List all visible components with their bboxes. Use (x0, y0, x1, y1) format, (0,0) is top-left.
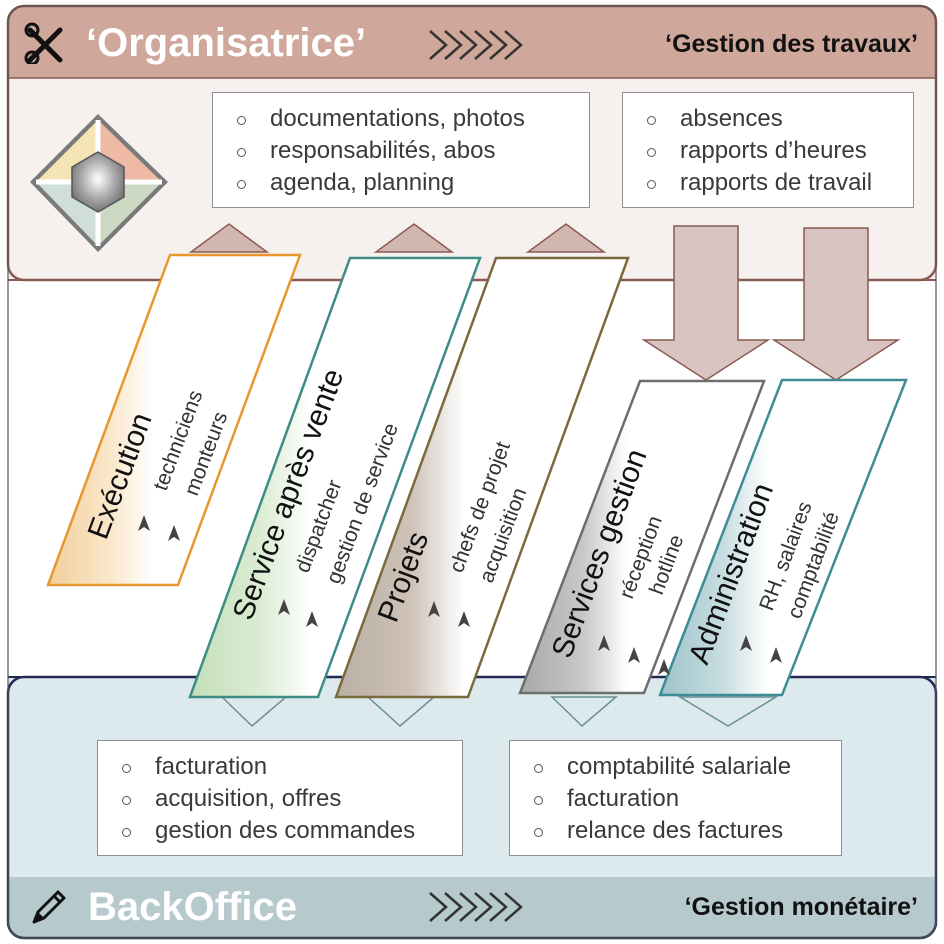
list-item: relance des factures (534, 815, 841, 847)
logo-diamond (30, 114, 168, 252)
footer-chevrons (429, 892, 523, 922)
cursor-marks (138, 515, 782, 675)
bottom-box-left: facturation acquisition, offres gestion … (97, 740, 463, 856)
up-arrows (188, 223, 607, 253)
footer-band (8, 877, 936, 938)
top-box-right: absences rapports d’heures rapports de t… (622, 92, 914, 208)
list-item: documentations, photos (237, 103, 589, 135)
list-item: rapports de travail (647, 167, 913, 199)
list-item: agenda, planning (237, 167, 589, 199)
list-item: absences (647, 103, 913, 135)
footer-title: BackOffice (88, 885, 297, 929)
list-item: responsabilités, abos (237, 135, 589, 167)
pencil-icon (28, 888, 68, 928)
list-item: gestion des commandes (122, 815, 462, 847)
header-title: ‘Organisatrice’ (86, 21, 367, 65)
list-item: rapports d’heures (647, 135, 913, 167)
header-subtitle: ‘Gestion des travaux’ (665, 30, 918, 58)
tools-icon (24, 22, 66, 66)
list-item: comptabilité salariale (534, 751, 841, 783)
down-arrows (641, 225, 901, 381)
top-box-left: documentations, photos responsabilités, … (212, 92, 590, 208)
department-cards (46, 253, 908, 699)
list-item: acquisition, offres (122, 783, 462, 815)
header-chevrons (429, 30, 523, 60)
footer-subtitle: ‘Gestion monétaire’ (684, 893, 918, 921)
list-item: facturation (534, 783, 841, 815)
list-item: facturation (122, 751, 462, 783)
bottom-connectors (220, 696, 779, 728)
bottom-box-right: comptabilité salariale facturation relan… (509, 740, 842, 856)
